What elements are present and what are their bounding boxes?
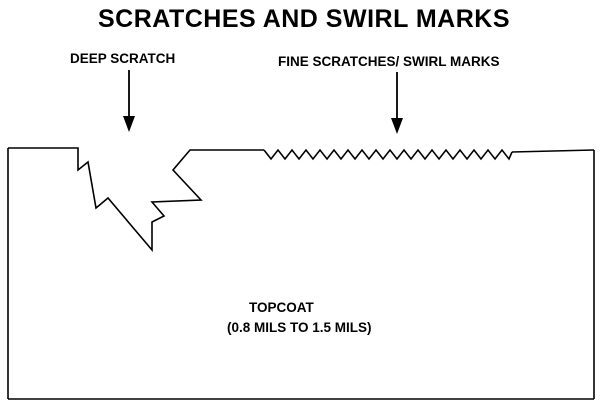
deep-scratch-profile xyxy=(8,147,264,253)
diagram-title: SCRATCHES AND SWIRL MARKS xyxy=(97,5,511,33)
deep-scratch-arrow xyxy=(123,70,135,132)
fine-scratches-arrow xyxy=(391,72,403,134)
topcoat-thickness-label: (0.8 MILS TO 1.5 MILS) xyxy=(227,320,372,335)
fine-scratches-zigzag xyxy=(263,148,513,161)
topcoat-top-surface-right xyxy=(511,149,595,153)
topcoat-label: TOPCOAT xyxy=(249,300,314,315)
deep-scratch-label: DEEP SCRATCH xyxy=(70,51,176,66)
fine-scratches-label: FINE SCRATCHES/ SWIRL MARKS xyxy=(278,54,500,69)
